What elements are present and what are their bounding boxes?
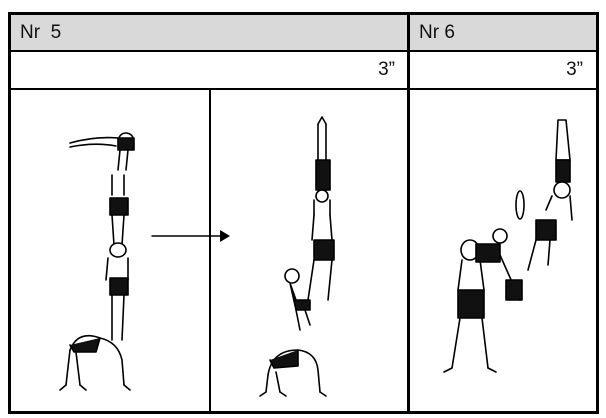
pyramid-start-figure	[60, 133, 134, 390]
pyramid-end-figure	[260, 117, 334, 396]
pyramid-nr6-figure	[444, 120, 572, 372]
